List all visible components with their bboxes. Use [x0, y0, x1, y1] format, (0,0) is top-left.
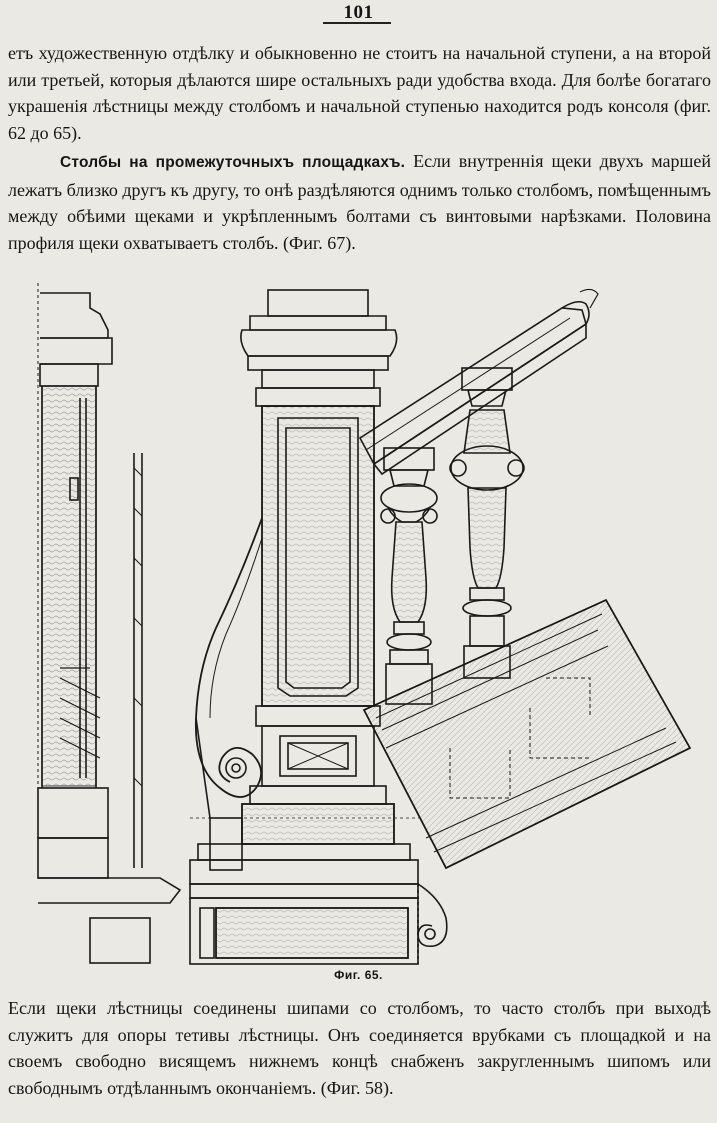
paragraph-2-body: Если внутреннія щеки двухъ маршей лежатъ… — [8, 151, 712, 253]
figure-newel-post-illustration — [30, 278, 700, 968]
handrail-drawing — [358, 288, 599, 476]
page-number: 101 — [343, 2, 374, 23]
plinth-panels-drawing — [189, 883, 419, 965]
paragraph-1: етъ художественную отдѣлку и обыкновенно… — [8, 43, 711, 143]
stair-stringer-drawing — [362, 598, 692, 948]
figure-caption: Фиг. 65. — [334, 968, 383, 982]
baluster-1-drawing — [380, 447, 438, 705]
paragraph-3: Если щеки лѣстницы соединены шипами со с… — [8, 998, 711, 1098]
baluster-2-drawing — [449, 367, 525, 679]
left-post-drawing — [37, 283, 182, 964]
vertical-rod-drawing — [133, 453, 143, 868]
section-heading: Столбы на промежуточныхъ площадкахъ. — [60, 154, 406, 171]
page-number-rule — [323, 22, 391, 24]
paragraph-2: Столбы на промежуточныхъ площадкахъ. Есл… — [8, 148, 711, 256]
main-newel-post-drawing — [189, 289, 419, 885]
